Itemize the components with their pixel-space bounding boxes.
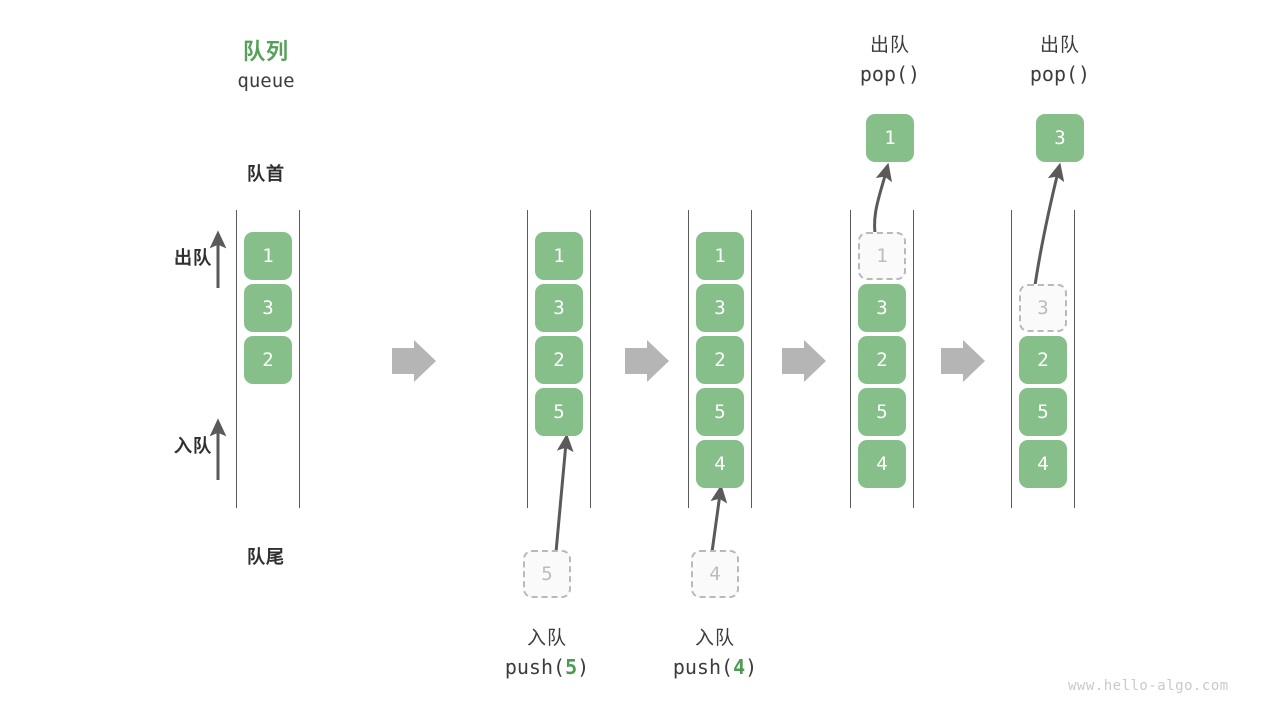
push-operation-label-cn: 入队 [526,627,567,649]
pop-arrow-stage-5-icon [1032,162,1065,293]
queue-cell: 1 [244,232,292,280]
queue-tail-label: 队尾 [247,547,285,568]
push-operation-code: push(5) [487,655,607,679]
queue-stage-initial: 1 3 2 [236,210,300,508]
queue-cell: 4 [696,440,744,488]
diagram-title-cn: 队列 [242,40,289,65]
queue-stage-push-4: 1 3 2 5 4 [688,210,752,508]
queue-cell: 5 [858,388,906,436]
queue-stage-pop-3: 3 2 5 4 [1011,210,1075,508]
push-arrow-stage-2-icon [554,433,574,553]
push-arrow-stage-3-icon [710,484,728,553]
code-prefix: push( [504,655,566,679]
diagram-title-en: queue [237,70,295,92]
queue-cell: 4 [858,440,906,488]
queue-cell: 3 [535,284,583,332]
queue-head-label: 队首 [247,164,285,185]
queue-rail-left [688,210,689,508]
push-operation-label-cn: 入队 [694,627,735,649]
queue-cell: 2 [1019,336,1067,384]
code-arg: 5 [565,655,578,679]
queue-rail-left [1011,210,1012,508]
code-prefix: pop() [859,62,921,86]
pop-operation-label-cn: 出队 [869,34,910,56]
popped-cell: 3 [1036,114,1084,162]
queue-cell: 2 [244,336,292,384]
queue-cell: 2 [858,336,906,384]
queue-cell: 4 [1019,440,1067,488]
pending-push-cell: 5 [523,550,571,598]
queue-rail-right [1074,210,1075,508]
queue-cell: 5 [1019,388,1067,436]
queue-cell: 1 [535,232,583,280]
queue-rail-right [299,210,300,508]
queue-rail-right [913,210,914,508]
code-prefix: pop() [1029,62,1091,86]
removed-cell: 3 [1019,284,1067,332]
queue-cell: 3 [244,284,292,332]
queue-cell: 2 [696,336,744,384]
queue-rail-left [236,210,237,508]
transition-arrow-1-icon [392,340,436,382]
queue-cell: 5 [696,388,744,436]
pending-push-cell: 4 [691,550,739,598]
queue-rail-left [850,210,851,508]
queue-rail-right [590,210,591,508]
code-arg: 4 [733,655,746,679]
code-prefix: push( [672,655,734,679]
watermark: www.hello-algo.com [1068,678,1229,694]
queue-cell: 3 [696,284,744,332]
queue-cell: 2 [535,336,583,384]
queue-cell: 1 [696,232,744,280]
transition-arrow-3-icon [782,340,826,382]
pop-operation-code: pop() [1000,62,1120,86]
queue-cell: 3 [858,284,906,332]
queue-rail-left [527,210,528,508]
queue-cell: 5 [535,388,583,436]
code-suffix: ) [745,655,758,679]
pop-operation-code: pop() [830,62,950,86]
enqueue-direction-label: 入队 [174,436,212,457]
dequeue-direction-label: 出队 [174,248,212,269]
queue-stage-pop-1: 1 3 2 5 4 [850,210,914,508]
pop-operation-label-cn: 出队 [1039,34,1080,56]
transition-arrow-2-icon [625,340,669,382]
push-operation-code: push(4) [655,655,775,679]
removed-cell: 1 [858,232,906,280]
popped-cell: 1 [866,114,914,162]
queue-rail-right [751,210,752,508]
code-suffix: ) [577,655,590,679]
queue-stage-push-5: 1 3 2 5 [527,210,591,508]
transition-arrow-4-icon [941,340,985,382]
